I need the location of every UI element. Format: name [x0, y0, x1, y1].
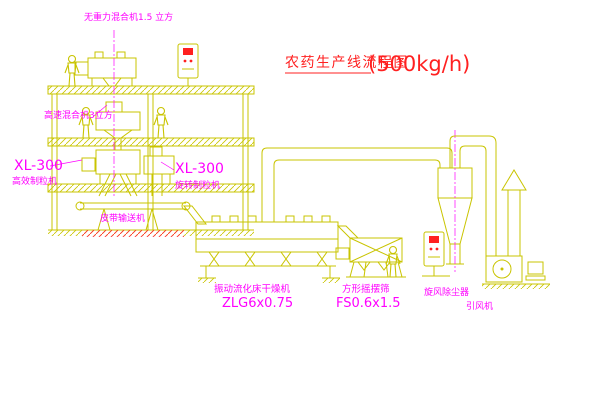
stack-cap — [501, 169, 527, 191]
equipment-labels: 无重力混合机1.5 立方 高速混合机3立方 XL-300 高效制粒机 XL-30… — [12, 11, 493, 312]
indicator-dot — [183, 59, 187, 63]
dryer-port — [303, 215, 313, 223]
fan-impeller — [492, 259, 512, 279]
granulator-body — [95, 149, 141, 175]
label-cyclone: 旋风除尘器 — [424, 286, 469, 298]
frame-column — [242, 93, 249, 231]
gravity-mixer — [74, 51, 137, 87]
control-panel-1 — [176, 43, 200, 87]
diagram-title: 农药生产线流程图 — [285, 55, 409, 71]
label-gravity-mixer: 无重力混合机1.5 立方 — [84, 11, 173, 23]
high-speed-mixer — [95, 101, 141, 150]
panel-screen — [183, 48, 193, 55]
dryer-port — [247, 215, 257, 223]
discharge-cone — [102, 77, 122, 87]
dryer-port — [229, 215, 239, 223]
sieve-motor — [335, 247, 350, 260]
mixer-body — [87, 57, 137, 79]
fan-motor — [527, 261, 544, 275]
fan-housing — [485, 255, 523, 283]
sieve-box — [349, 237, 403, 263]
indicator-dot — [435, 247, 439, 251]
vibration-spring — [244, 251, 256, 267]
leader-line — [93, 104, 108, 117]
cyclone-separator — [437, 130, 473, 272]
label-rotary-name: 旋转制粒机 — [175, 179, 220, 191]
label-rotary-model: XL-300 — [175, 161, 224, 177]
label-granulator-name: 高效制粒机 — [12, 175, 57, 187]
feed-chute — [182, 205, 208, 225]
dryer-port — [285, 215, 295, 223]
dryer-port — [321, 215, 331, 223]
floor-slab — [47, 137, 255, 147]
square-sieve — [335, 237, 406, 278]
indicator-dot — [189, 59, 193, 63]
motor-base — [525, 275, 546, 281]
vibration-spring — [208, 251, 220, 267]
rotary-granulator-body — [143, 155, 175, 175]
floor-slab — [47, 85, 255, 95]
foundation-hatch — [82, 230, 184, 237]
dryer-port — [211, 215, 221, 223]
granulator-motor — [81, 157, 96, 172]
label-fan: 引风机 — [466, 300, 493, 312]
label-high-speed-mixer: 高速混合机3立方 — [44, 109, 113, 121]
centerlines — [49, 30, 175, 198]
leader-line — [160, 161, 175, 171]
inlet-stub — [116, 51, 126, 59]
dryer-body — [195, 221, 339, 253]
rotary-granulator-motor — [149, 146, 163, 157]
label-dryer-name: 振动流化床干燥机 — [214, 283, 291, 295]
discharge-cone — [102, 129, 134, 139]
fluid-bed-dryer — [182, 205, 360, 283]
belt-roller — [75, 201, 85, 211]
exhaust-duct — [261, 147, 453, 222]
worker-figure — [64, 54, 80, 87]
panel-screen — [429, 236, 439, 243]
worker-figure — [153, 106, 169, 139]
sieve-discharge — [377, 261, 391, 271]
discharge-chute — [336, 225, 360, 239]
diagram-capacity: (500kg/h) — [368, 52, 470, 76]
sieve-discharge — [357, 261, 371, 271]
inlet-stub — [94, 51, 104, 59]
label-granulator-model: XL-300 — [14, 158, 63, 174]
leader-line — [49, 159, 83, 167]
label-belt-conveyor: 皮带输送机 — [100, 212, 145, 224]
belt-conveyor — [75, 201, 191, 231]
label-dryer-model: ZLG6x0.75 — [222, 296, 293, 311]
indicator-dot — [429, 247, 433, 251]
title-block: 农药生产线流程图 (500kg/h) — [285, 52, 470, 76]
vibration-spring — [280, 251, 292, 267]
control-panel-2 — [422, 231, 450, 277]
label-sieve-model: FS0.6x1.5 — [336, 296, 401, 311]
label-sieve-name: 方形摇摆筛 — [342, 283, 390, 295]
floor-slab — [47, 183, 255, 193]
induced-draft-fan — [482, 169, 550, 289]
vibration-spring — [316, 251, 328, 267]
outlet-duct — [449, 135, 497, 256]
